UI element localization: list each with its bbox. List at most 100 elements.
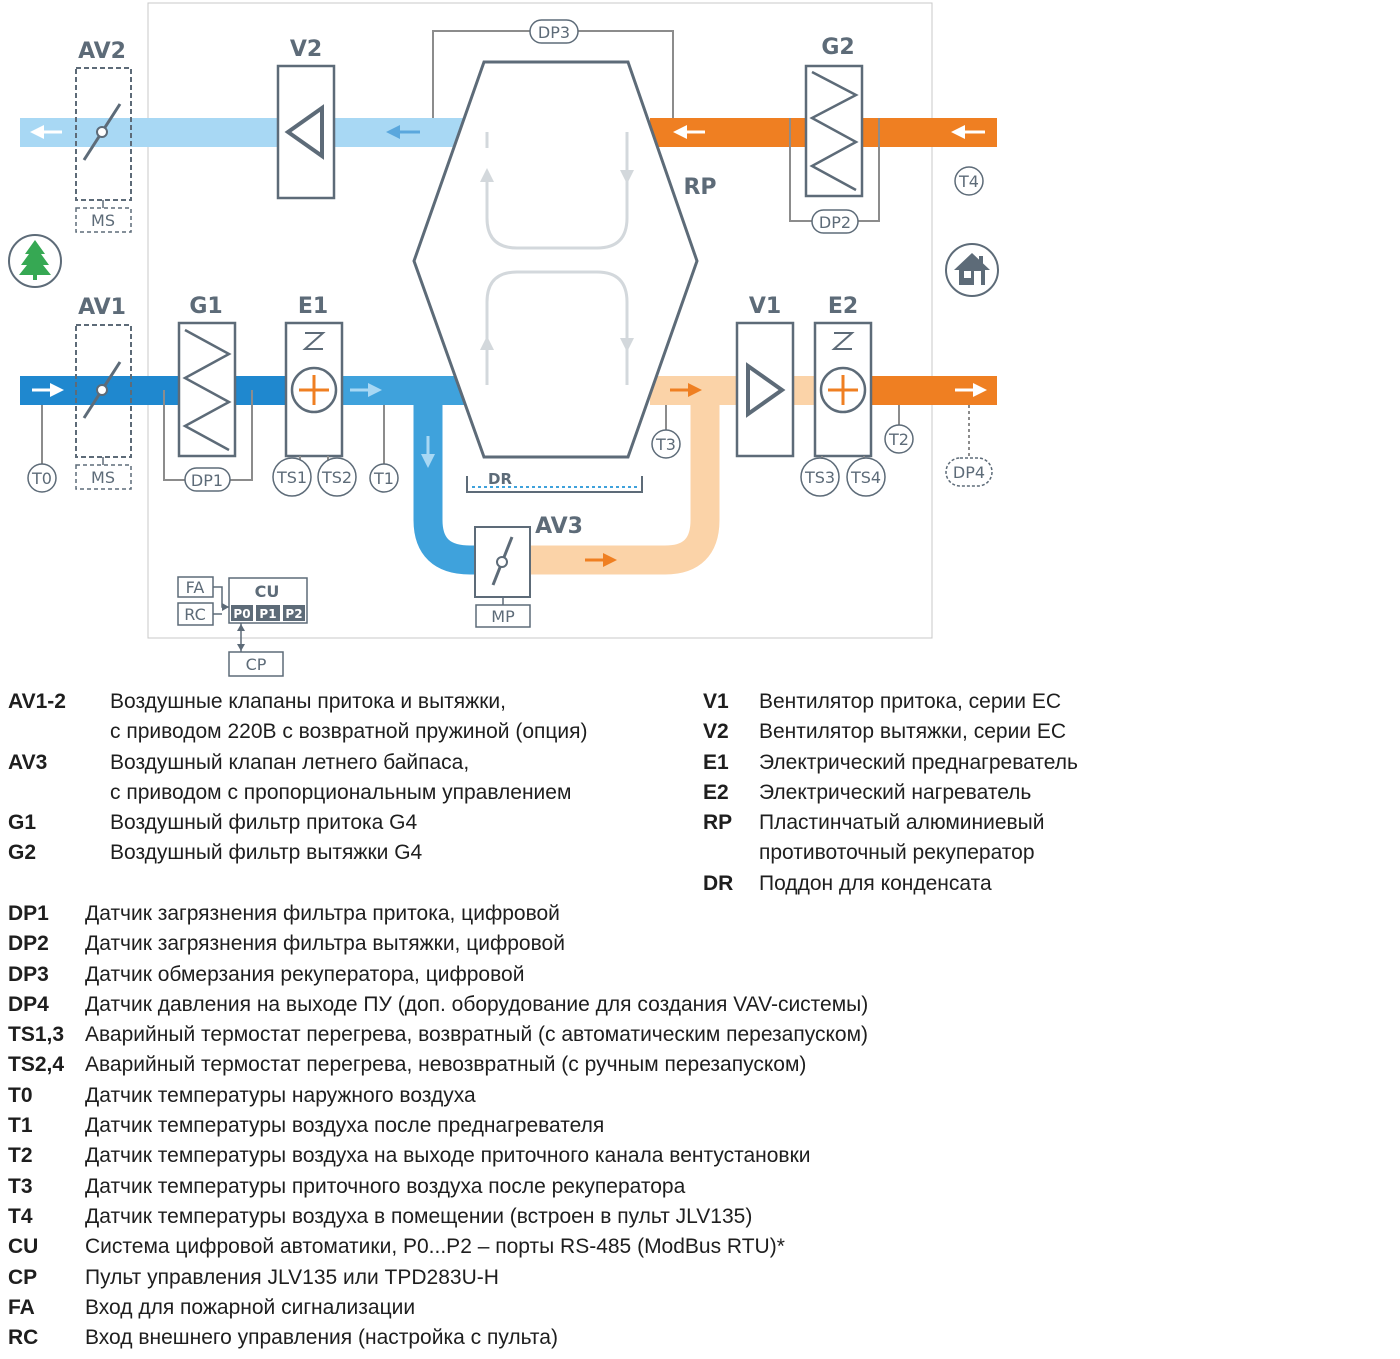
fa-label: FA <box>186 578 205 597</box>
p1-port <box>256 605 280 621</box>
mp-label: MP <box>491 607 515 626</box>
ms-bottom-box <box>75 464 132 490</box>
mp-box <box>475 604 531 628</box>
ts1-label: TS1 <box>276 468 307 487</box>
ts1-circle <box>272 457 312 497</box>
condensate-tray-dr <box>466 476 643 493</box>
t1-label: T1 <box>373 469 394 488</box>
legend-key: DP3 <box>8 962 49 986</box>
legend-key: AV3 <box>8 750 48 774</box>
legend-key: DP1 <box>8 902 49 925</box>
legend-key: AV1-2 <box>8 690 66 713</box>
flow-arrow-up-2 <box>480 336 494 350</box>
legend-description: Вход для пожарной сигнализации <box>85 1295 416 1319</box>
legend-key: T1 <box>8 1114 33 1138</box>
legend-description: Электрический нагреватель <box>759 780 1032 804</box>
cp-box <box>228 651 284 677</box>
legend-description: Поддон для конденсата <box>759 871 992 895</box>
t3-circle <box>651 429 681 459</box>
damper-av1-pivot <box>96 384 108 396</box>
legend-key: RP <box>703 811 733 835</box>
heater-e1-symbol <box>302 332 326 350</box>
cp-label: CP <box>246 655 267 674</box>
fan-v2-triangle <box>284 104 324 160</box>
p2-port <box>283 605 305 621</box>
legend-description: Воздушные клапаны притока и вытяжки, <box>110 690 506 713</box>
legend-row: V1 Вентилятор притока, серии ЕС <box>703 687 1223 717</box>
legend-row: T4 Датчик температуры воздуха в помещении… <box>8 1202 1008 1232</box>
component-labels: AV2 V2 G2 RP AV1 G1 E1 V1 E2 AV3 <box>78 35 858 539</box>
e1-label: E1 <box>298 294 328 319</box>
legend-row: CU Система цифровой автоматики, P0...P2 –… <box>8 1232 1008 1262</box>
dp3-lines <box>432 30 674 118</box>
rc-label: RC <box>184 605 206 624</box>
damper-av3-pivot <box>496 556 508 568</box>
legend-description: с приводом 220В с возвратной пружиной (о… <box>110 720 588 744</box>
legend-description: Воздушный фильтр вытяжки G4 <box>110 841 423 865</box>
dp2-oval <box>811 209 859 234</box>
damper-av2 <box>75 67 132 201</box>
flow-arrows <box>30 125 987 567</box>
t0-circle <box>27 463 57 493</box>
arrow-supply-in <box>32 383 64 397</box>
legend-description: Датчик загрязнения фильтра притока, цифр… <box>85 902 560 925</box>
legend-key: T4 <box>8 1204 33 1228</box>
legend-description: Датчик температуры воздуха после преднаг… <box>85 1114 605 1138</box>
legend-row: с приводом с пропорциональным управление… <box>8 778 688 808</box>
legend-key: T2 <box>8 1144 33 1168</box>
legend-description: Вентилятор вытяжки, серии ЕС <box>759 720 1067 744</box>
legend-description: Датчик обмерзания рекуператора, цифровой <box>85 962 525 986</box>
arrow-exhaust-in-2 <box>951 125 985 139</box>
legend-description: Пульт управления JLV135 или TPD283U-H <box>85 1265 499 1289</box>
legend-row: T0 Датчик температуры наружного воздуха <box>8 1081 1008 1111</box>
bypass-warm-duct <box>530 405 720 575</box>
legend-description: Вентилятор притока, серии ЕС <box>759 690 1061 713</box>
legend-description: Датчик температуры воздуха в помещении (… <box>85 1204 753 1228</box>
legend-description: Датчик температуры наружного воздуха <box>85 1083 476 1107</box>
e2-label: E2 <box>828 294 858 319</box>
legend-description: Электрический преднагреватель <box>759 750 1078 774</box>
legend-description: Аварийный термостат перегрева, возвратны… <box>85 1023 869 1047</box>
legend-key: TS1,3 <box>8 1023 65 1047</box>
legend-key: E2 <box>703 780 729 804</box>
t3-label: T3 <box>655 435 676 454</box>
control-unit <box>177 576 308 677</box>
flow-arrow-down-2 <box>620 338 634 352</box>
legend-key: E1 <box>703 750 729 774</box>
legend-row: с приводом 220В с возвратной пружиной (о… <box>8 717 688 747</box>
av3-label: AV3 <box>535 514 583 539</box>
legend-row: T1 Датчик температуры воздуха после предн… <box>8 1111 1008 1141</box>
dp2-lines <box>789 118 880 222</box>
dr-label: DR <box>488 470 512 488</box>
legend-key: V1 <box>703 690 729 713</box>
fan-v1-triangle <box>746 362 786 418</box>
legend-key: CU <box>8 1235 39 1259</box>
cp-arrow-down <box>237 644 245 651</box>
cp-arrow-up <box>237 624 245 631</box>
legend-key: FA <box>8 1295 35 1319</box>
t0-label: T0 <box>31 469 52 488</box>
p2-label: P2 <box>285 607 302 621</box>
legend-key: G2 <box>8 841 37 865</box>
legend-row: E1 Электрический преднагреватель <box>703 748 1223 778</box>
dp1-oval <box>184 467 231 492</box>
legend-key: T0 <box>8 1083 33 1107</box>
legend-key: T3 <box>8 1174 33 1198</box>
legend-description: Пластинчатый алюминиевый <box>759 811 1045 835</box>
legend-description: Система цифровой автоматики, P0...P2 – п… <box>85 1235 785 1259</box>
dp1-lines <box>163 390 253 481</box>
legend-description: Воздушный фильтр притока G4 <box>110 811 418 835</box>
arrow-av2-out <box>30 125 62 139</box>
heater-e2-symbol <box>831 332 855 350</box>
av2-label: AV2 <box>78 39 126 64</box>
dp1-label: DP1 <box>191 471 223 490</box>
